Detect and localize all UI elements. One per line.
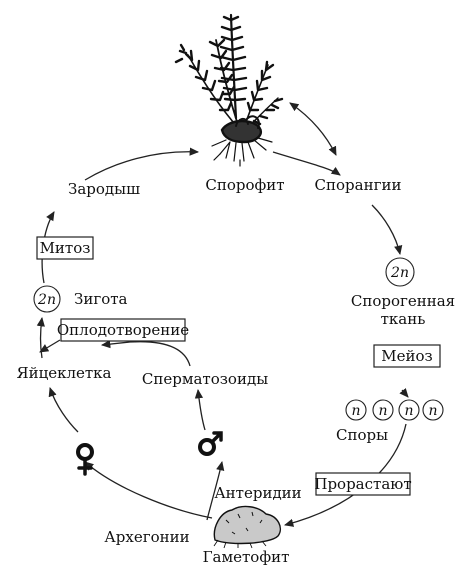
- label-spermatozoids: Сперматозоиды: [142, 370, 268, 388]
- arrow-antheridia-to-spermatozoids: [194, 388, 206, 431]
- spore-n-circle: [422, 399, 444, 421]
- arrow-archegonia-to-egg-cell: [48, 387, 79, 433]
- spore-n-label: n: [428, 403, 437, 419]
- spore-n-circle: [345, 399, 367, 421]
- arrow-spores-to-germination: [399, 387, 409, 398]
- label-spores: Споры: [336, 426, 388, 444]
- mitosis-box: [36, 236, 94, 260]
- arrow-sporophyte-to-sporangia: [272, 151, 341, 176]
- sporophyte-fern-illustration: [174, 13, 284, 167]
- label-tissue: ткань: [381, 310, 426, 328]
- spore-n-label: n: [378, 403, 387, 419]
- spore-n-label: n: [404, 403, 413, 419]
- spore-n-circles: n n n n: [345, 399, 444, 421]
- label-sporophyte: Спорофит: [205, 176, 284, 194]
- gametophyte-illustration: [213, 505, 282, 549]
- female-symbol-icon: [76, 443, 94, 476]
- arrow-embryo-to-sporophyte: [84, 147, 200, 181]
- male-symbol-icon: [198, 431, 223, 456]
- label-sporangia: Спорангии: [315, 176, 402, 194]
- ploidy-2n-label-sporogenous: 2n: [390, 265, 409, 281]
- spore-n-circle: [398, 399, 420, 421]
- label-mitosis: Митоз: [40, 239, 91, 257]
- arrow-sporangia-sporophyte-bidirectional: [289, 102, 337, 156]
- label-archegonia: Архегонии: [104, 528, 189, 546]
- arrow-egg-cell-to-zygote: [36, 316, 45, 359]
- label-meiosis: Мейоз: [381, 347, 432, 365]
- germinate-box: [315, 472, 411, 496]
- arrow-gametophyte-to-archegonia: [84, 461, 213, 519]
- arrow-gametophyte-to-antheridia: [206, 460, 225, 521]
- label-sporogenous: Спорогенная: [351, 292, 455, 310]
- ploidy-2n-circle-zygote: [33, 285, 61, 313]
- arrow-sporangia-to-sporogenous-tissue: [371, 204, 403, 256]
- arrow-spermatozoids-to-fertilization: [100, 339, 191, 367]
- ploidy-2n-circle-sporogenous: [385, 257, 415, 287]
- label-gametophyte: Гаметофит: [203, 548, 290, 566]
- arrow-fertilization-to-egg-cell: [39, 339, 61, 353]
- label-embryo: Зародыш: [68, 180, 140, 198]
- label-antheridia: Антеридии: [214, 484, 301, 502]
- label-germinate: Прорастают: [314, 475, 411, 493]
- spore-n-label: n: [351, 403, 360, 419]
- label-fertilization: Оплодотворение: [57, 321, 189, 339]
- label-egg-cell: Яйцеклетка: [16, 364, 111, 382]
- cycle-arrows: [36, 102, 409, 527]
- fertilization-box: [60, 318, 186, 342]
- label-zygote: Зигота: [74, 290, 128, 308]
- spore-n-circle: [372, 399, 394, 421]
- meiosis-box: [373, 344, 441, 368]
- ploidy-2n-label-zygote: 2n: [37, 292, 56, 308]
